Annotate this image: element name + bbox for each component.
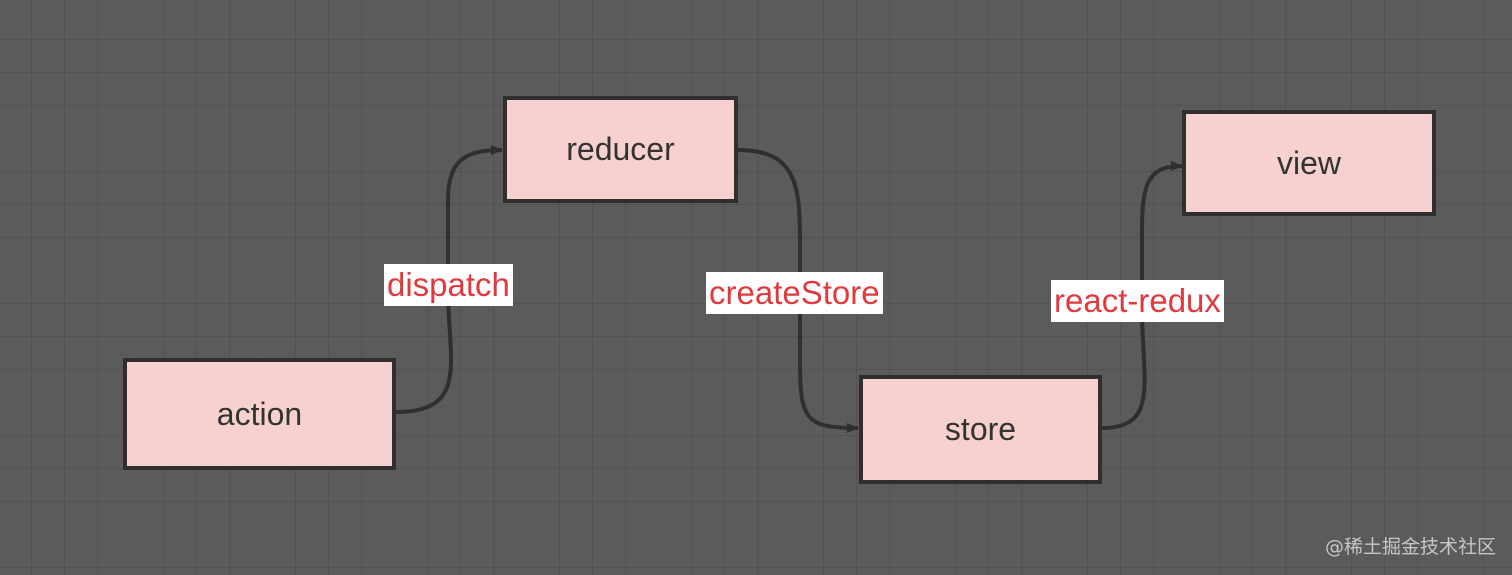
node-reducer: reducer xyxy=(503,96,738,203)
edge-reducer-to-store xyxy=(737,148,859,433)
edge-label-createstore: createStore xyxy=(706,272,883,314)
node-store: store xyxy=(859,375,1102,484)
edge-label-react-redux: react-redux xyxy=(1051,280,1224,322)
edge-label-dispatch: dispatch xyxy=(384,264,513,306)
node-action: action xyxy=(123,358,396,470)
node-view: view xyxy=(1182,110,1436,216)
watermark-text: @稀土掘金技术社区 xyxy=(1324,536,1496,558)
